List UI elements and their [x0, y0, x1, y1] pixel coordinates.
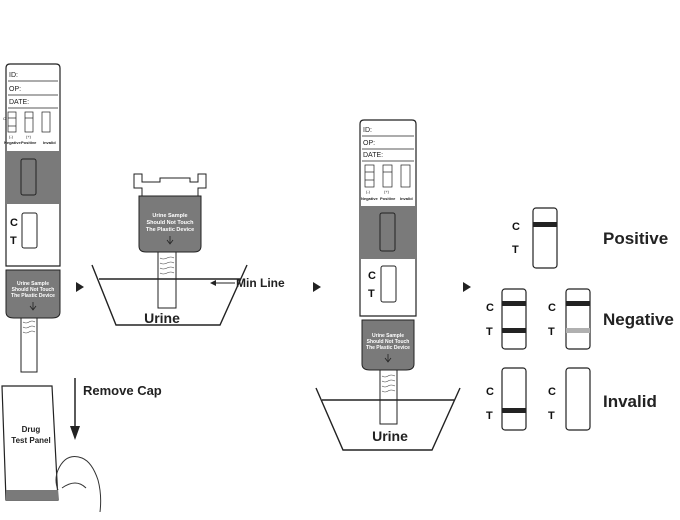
- step3-device-in-cup: ID: OP: DATE: (-) (+) Negative Positive …: [315, 119, 461, 451]
- svg-text:DATE:: DATE:: [363, 152, 383, 159]
- svg-text:T: T: [486, 410, 493, 422]
- step-arrow-3: [463, 282, 471, 292]
- svg-text:T: T: [548, 326, 555, 338]
- date-field: DATE:: [9, 99, 29, 106]
- svg-text:Should Not Touch: Should Not Touch: [12, 287, 55, 293]
- svg-text:Should Not Touch: Should Not Touch: [367, 339, 410, 345]
- op-field: OP:: [9, 86, 21, 93]
- min-line-label: Min Line: [236, 276, 285, 290]
- svg-text:The Plastic Device: The Plastic Device: [366, 345, 410, 351]
- svg-text:(+): (+): [26, 134, 32, 139]
- result-positive: C T Positive: [512, 207, 668, 269]
- svg-text:Negative: Negative: [4, 140, 21, 145]
- step-arrow-1: [76, 282, 84, 292]
- svg-text:T: T: [548, 410, 555, 422]
- svg-text:(-): (-): [366, 189, 371, 194]
- id-field: ID:: [9, 72, 18, 79]
- negative-label: Negative: [603, 310, 674, 329]
- svg-text:T: T: [368, 288, 375, 300]
- step2-dip: Urine Sample Should Not Touch The Plasti…: [91, 173, 285, 326]
- svg-text:C: C: [486, 386, 494, 398]
- svg-text:The Plastic Device: The Plastic Device: [11, 293, 55, 299]
- svg-text:C: C: [486, 302, 494, 314]
- svg-text:C: C: [3, 116, 6, 121]
- step1-device: ID: OP: DATE: C (-) (+) Negative Positiv…: [3, 63, 61, 373]
- invalid-label: Invalid: [603, 392, 657, 411]
- svg-text:Test Panel: Test Panel: [11, 436, 50, 445]
- svg-text:C: C: [368, 270, 376, 282]
- svg-text:Positive: Positive: [380, 196, 396, 201]
- svg-text:Urine Sample: Urine Sample: [17, 281, 49, 287]
- positive-label: Positive: [603, 229, 668, 248]
- svg-text:Urine Sample: Urine Sample: [372, 333, 404, 339]
- svg-text:Drug: Drug: [22, 425, 41, 434]
- svg-text:(-): (-): [9, 134, 14, 139]
- urine-label-2: Urine: [372, 428, 408, 444]
- hand-outline: [55, 456, 102, 513]
- remove-cap-label: Remove Cap: [83, 383, 162, 398]
- svg-text:Negative: Negative: [361, 196, 378, 201]
- svg-text:T: T: [512, 244, 519, 256]
- svg-text:C: C: [512, 221, 520, 233]
- svg-text:Positive: Positive: [21, 140, 37, 145]
- urine-label-1: Urine: [144, 310, 180, 326]
- device-cap: Drug Test Panel: [1, 385, 102, 513]
- svg-text:(+): (+): [384, 189, 390, 194]
- mini-result-windows: C (-) (+) Negative Positive Invalid: [3, 111, 56, 145]
- result-negative: C T C T Negative: [486, 288, 674, 350]
- svg-text:T: T: [486, 326, 493, 338]
- result-window: [21, 212, 38, 249]
- svg-text:OP:: OP:: [363, 140, 375, 147]
- faint-t-line: [566, 328, 590, 333]
- svg-text:Invalid: Invalid: [43, 140, 56, 145]
- svg-text:The Plastic Device: The Plastic Device: [146, 227, 194, 233]
- sample-wick: [20, 317, 38, 373]
- svg-text:C: C: [548, 302, 556, 314]
- positive-c-line: [533, 222, 557, 227]
- window-c-letter: C: [10, 217, 18, 229]
- svg-text:Should Not Touch: Should Not Touch: [147, 220, 195, 226]
- svg-text:Urine Sample: Urine Sample: [152, 213, 187, 219]
- result-invalid: C T C T Invalid: [486, 367, 657, 431]
- window-t-letter: T: [10, 235, 17, 247]
- svg-text:Invalid: Invalid: [400, 196, 413, 201]
- step-arrow-2: [313, 282, 321, 292]
- svg-text:C: C: [548, 386, 556, 398]
- svg-text:ID:: ID:: [363, 127, 372, 134]
- remove-cap-arrow: Remove Cap: [70, 378, 162, 440]
